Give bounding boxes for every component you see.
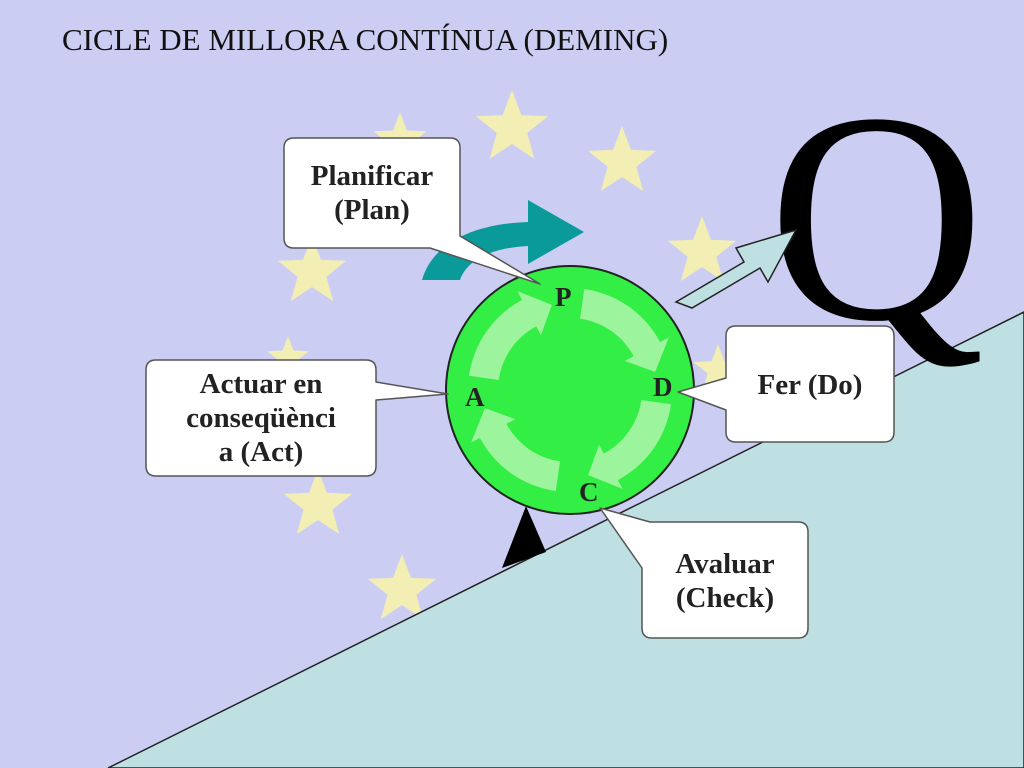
- callout-check: [599, 507, 809, 639]
- callout-act: [145, 359, 449, 477]
- star-icon: [693, 344, 743, 391]
- stage-letter-a: A: [465, 382, 485, 412]
- cycle-arrow-icon: [469, 291, 552, 380]
- cycle-arrows: [469, 289, 671, 491]
- curved-arrow-icon: [422, 200, 584, 280]
- stage-letter-c: C: [579, 477, 599, 507]
- stage-letter-d: D: [653, 372, 673, 402]
- callout-do-text: Fer (Do): [757, 369, 863, 401]
- callout-plan-text: Planificar (Plan): [310, 160, 434, 226]
- callout-do: [677, 325, 895, 443]
- callout-act-text: Actuar en conseqüènci a (Act): [186, 368, 336, 468]
- cycle-arrow-icon: [588, 400, 671, 489]
- star-icon: [267, 336, 309, 376]
- cycle-arrow-icon: [580, 289, 669, 372]
- slide-title: CICLE DE MILLORA CONTÍNUA (DEMING): [62, 22, 669, 57]
- star-icon: [283, 469, 353, 535]
- up-arrow-icon: [674, 228, 798, 309]
- callout-plan: [283, 137, 541, 285]
- wedge-icon: [502, 506, 546, 568]
- star-icon: [667, 216, 737, 282]
- cycle-arrow-icon: [471, 408, 560, 491]
- star-icon: [277, 236, 347, 302]
- stage-letter-p: P: [555, 282, 572, 312]
- star-icon: [475, 90, 549, 159]
- callout-check-text: Avaluar (Check): [675, 548, 775, 614]
- star-icon: [587, 126, 657, 192]
- star-icon: [367, 554, 437, 620]
